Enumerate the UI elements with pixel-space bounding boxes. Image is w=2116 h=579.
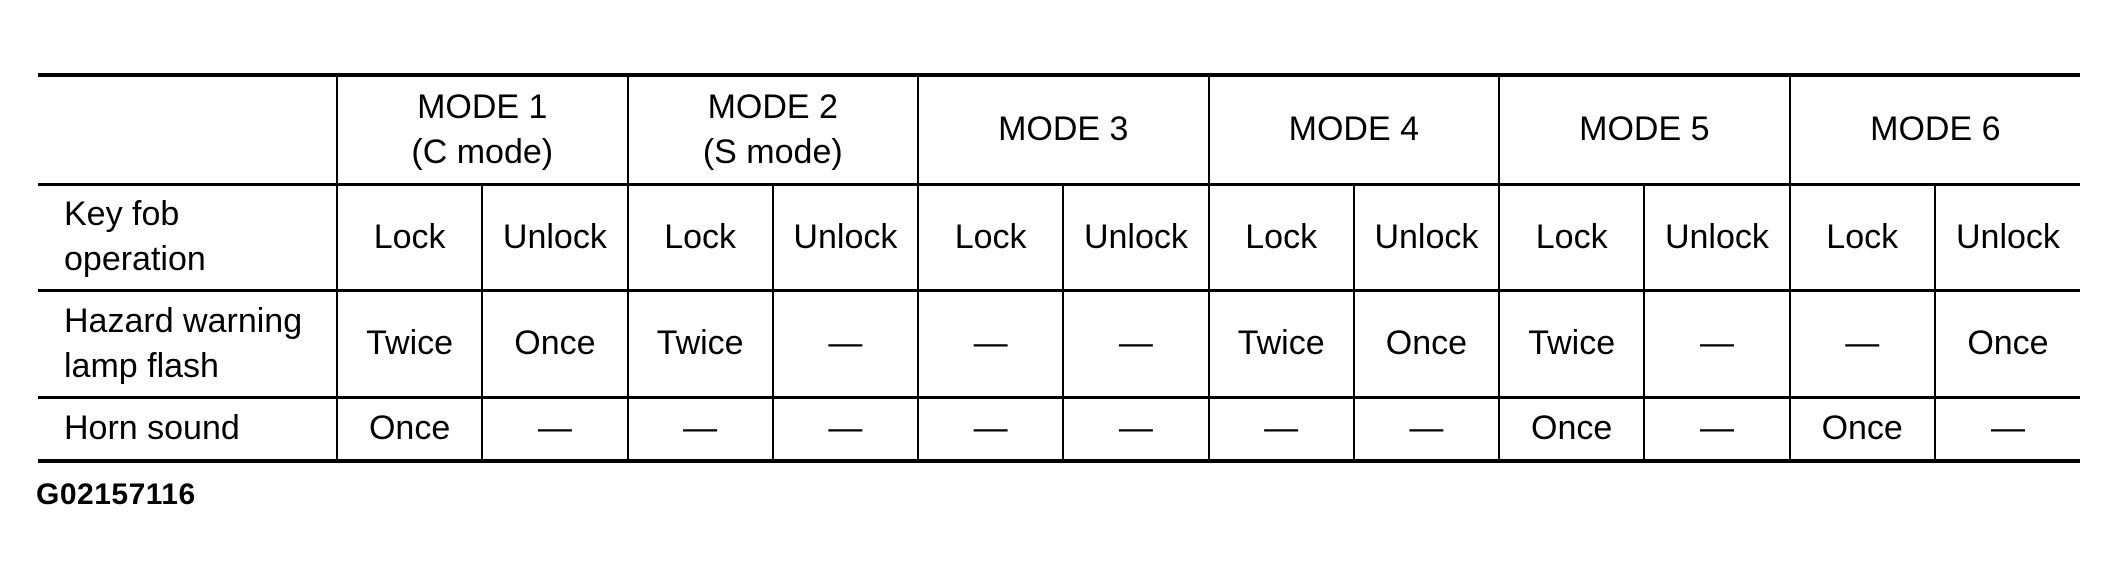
cell-hazard-m4-unlock: Once (1352, 288, 1501, 399)
cell-horn-m3-unlock: — (1062, 395, 1210, 461)
cell-hazard-m4-lock: Twice (1207, 288, 1355, 399)
cell-keyfob-m1-unlock: Unlock (481, 182, 629, 292)
horn-sound-row: Horn sound Once — — — — — — — Once — Onc… (38, 395, 2081, 461)
cell-hazard-m2-unlock: — (771, 288, 920, 399)
mode-5-header: MODE 5 (1498, 75, 1791, 186)
mode-6-header: MODE 6 (1788, 75, 2081, 186)
mode-header-row: MODE 1 (C mode) MODE 2 (S mode) MODE 3 M… (38, 75, 2081, 186)
mode-1-subname: (C mode) (411, 132, 554, 171)
mode-1-name: MODE 1 (417, 87, 548, 126)
mode-3-header: MODE 3 (917, 75, 1210, 186)
key-fob-operation-row: Key fob operation Lock Unlock Lock Unloc… (38, 182, 2081, 292)
cell-keyfob-m3-unlock: Unlock (1062, 182, 1210, 292)
hazard-warning-label: Hazard warning lamp flash (38, 288, 338, 399)
cell-hazard-m2-lock: Twice (626, 288, 774, 399)
mode-2-name: MODE 2 (707, 87, 838, 126)
cell-keyfob-m6-unlock: Unlock (1933, 182, 2081, 292)
cell-horn-m3-lock: — (917, 395, 1065, 461)
key-fob-mode-table: MODE 1 (C mode) MODE 2 (S mode) MODE 3 M… (38, 73, 2081, 463)
mode-1-header: MODE 1 (C mode) (336, 75, 629, 186)
cell-hazard-m6-lock: — (1788, 288, 1936, 399)
cell-keyfob-m2-unlock: Unlock (771, 182, 920, 292)
cell-horn-m1-unlock: — (481, 395, 629, 461)
cell-keyfob-m1-lock: Lock (335, 182, 484, 292)
key-fob-operation-label: Key fob operation (38, 182, 338, 292)
cell-horn-m4-unlock: — (1352, 395, 1501, 461)
cell-horn-m4-lock: — (1207, 395, 1355, 461)
figure-id: G02157116 (36, 478, 196, 511)
cell-hazard-m3-unlock: — (1062, 288, 1210, 399)
cell-keyfob-m3-lock: Lock (917, 182, 1065, 292)
key-fob-label-line-2: operation (64, 240, 206, 278)
cell-horn-m6-lock: Once (1788, 395, 1936, 461)
cell-hazard-m1-lock: Twice (335, 288, 484, 399)
cell-hazard-m5-lock: Twice (1498, 288, 1646, 399)
mode-2-header: MODE 2 (S mode) (626, 75, 920, 186)
cell-hazard-m3-lock: — (917, 288, 1065, 399)
cell-keyfob-m5-lock: Lock (1498, 182, 1646, 292)
cell-horn-m1-lock: Once (335, 395, 484, 461)
mode-2-subname: (S mode) (702, 132, 843, 171)
key-fob-label-line-1: Key fob (64, 195, 180, 233)
hazard-warning-row: Hazard warning lamp flash Twice Once Twi… (38, 288, 2081, 399)
corner-cell (38, 75, 338, 186)
cell-hazard-m5-unlock: — (1643, 288, 1791, 399)
cell-horn-m5-unlock: — (1643, 395, 1791, 461)
cell-horn-m2-lock: — (626, 395, 774, 461)
cell-hazard-m1-unlock: Once (481, 288, 629, 399)
cell-horn-m5-lock: Once (1498, 395, 1646, 461)
mode-4-header: MODE 4 (1207, 75, 1501, 186)
hazard-label-line-2: lamp flash (64, 346, 219, 385)
cell-keyfob-m6-lock: Lock (1788, 182, 1936, 292)
cell-horn-m2-unlock: — (771, 395, 920, 461)
cell-keyfob-m4-unlock: Unlock (1352, 182, 1501, 292)
cell-keyfob-m2-lock: Lock (626, 182, 774, 292)
cell-keyfob-m4-lock: Lock (1207, 182, 1355, 292)
cell-keyfob-m5-unlock: Unlock (1643, 182, 1791, 292)
cell-hazard-m6-unlock: Once (1933, 288, 2081, 399)
horn-sound-label: Horn sound (38, 395, 338, 461)
hazard-label-line-1: Hazard warning (64, 301, 303, 340)
cell-horn-m6-unlock: — (1933, 395, 2081, 461)
